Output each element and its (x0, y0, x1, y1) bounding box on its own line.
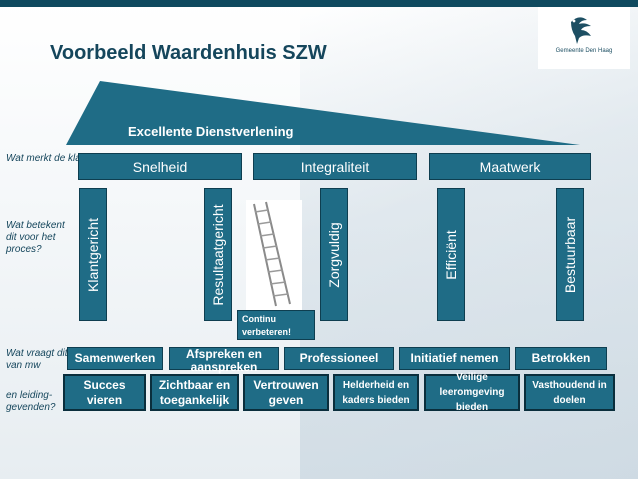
roof-label: Excellente Dienstverlening (128, 124, 294, 139)
continu-verbeteren-box: Continu verbeteren! (237, 310, 315, 340)
pillar-label: Zorgvuldig (326, 221, 342, 288)
leiding-leeromgeving: Veilige leeromgeving bieden (424, 372, 520, 413)
pillar-label: Bestuurbaar (562, 216, 578, 293)
mw-samenwerken: Samenwerken (67, 347, 163, 370)
pillar-label: Klantgericht (85, 217, 101, 292)
beam-integraliteit: Integraliteit (253, 153, 417, 180)
mw-afspreken: Afspreken en aanspreken (169, 347, 279, 374)
beam-maatwerk: Maatwerk (429, 153, 591, 180)
mw-initiatief: Initiatief nemen (399, 347, 510, 370)
beam-snelheid: Snelheid (78, 153, 242, 180)
leiding-vertrouwen: Vertrouwen geven (243, 374, 329, 411)
logo-text: Gemeente Den Haag (555, 48, 613, 54)
side-label-proces: Wat betekent dit voor het proces? (6, 220, 65, 255)
pillar-resultaatgericht: Resultaatgericht (204, 188, 232, 321)
side-label-leiding: en leiding-gevenden? (6, 390, 56, 413)
pillar-label: Efficiënt (443, 229, 459, 280)
leiding-vasthoudend: Vasthoudend in doelen (524, 374, 615, 411)
mw-professioneel: Professioneel (284, 347, 394, 370)
mw-betrokken: Betrokken (515, 347, 607, 370)
pillar-label: Resultaatgericht (210, 203, 226, 306)
pillar-klantgericht: Klantgericht (79, 188, 107, 321)
logo (538, 7, 630, 69)
ladder-icon (253, 201, 291, 307)
ladder-image (246, 200, 302, 310)
top-bar (0, 0, 638, 7)
side-label-klant: Wat merkt de klant? (6, 153, 95, 164)
pillar-zorgvuldig: Zorgvuldig (320, 188, 348, 321)
stork-logo-icon (571, 17, 591, 44)
pillar-bestuurbaar: Bestuurbaar (556, 188, 584, 321)
side-label-mw: Wat vraagt dit van mw (6, 348, 68, 371)
leiding-helderheid: Helderheid en kaders bieden (333, 374, 419, 411)
pillar-efficient: Efficiënt (437, 188, 465, 321)
page-title: Voorbeeld Waardenhuis SZW (50, 42, 327, 64)
leiding-succes-vieren: Succes vieren (63, 374, 146, 411)
leiding-zichtbaar: Zichtbaar en toegankelijk (150, 374, 239, 411)
